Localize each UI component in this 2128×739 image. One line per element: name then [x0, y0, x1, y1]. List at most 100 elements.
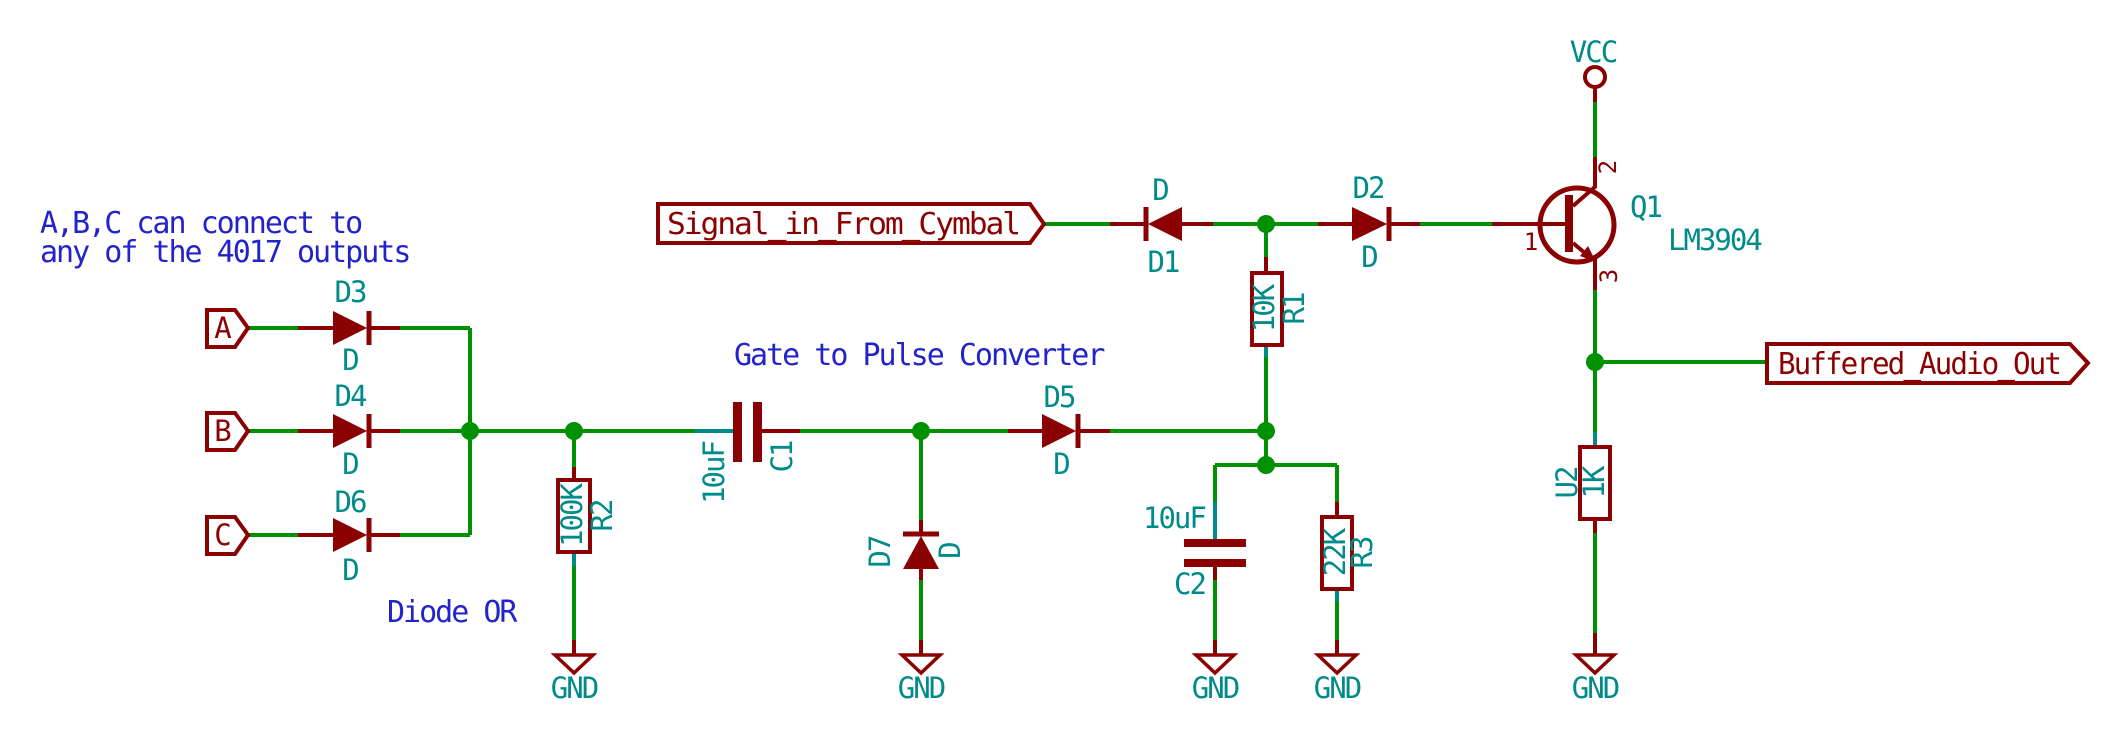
d1-ref-label: D1: [1148, 245, 1179, 279]
audio-out-label: Buffered_Audio_Out: [1778, 347, 2060, 382]
junction-dot: [1257, 456, 1275, 474]
junction-dot: [1257, 215, 1275, 233]
r2-ref-label: R2: [585, 501, 619, 532]
c1-ref-label: C1: [765, 441, 799, 472]
input-c-shape: [205, 515, 251, 556]
q1-pin3-number: 3: [1595, 270, 1623, 283]
junction-dot: [1586, 353, 1604, 371]
q1-value-label: LM3904: [1668, 223, 1762, 257]
notes: A,B,C can connect to any of the 4017 out…: [40, 206, 1106, 630]
gnd-symbol-c2: GND: [1191, 653, 1241, 705]
gnd-label: GND: [1314, 671, 1361, 705]
transistor-q1: 1 2 3 Q1 LM3904: [1524, 161, 1765, 283]
junction-dots: [461, 215, 1604, 474]
d3-ref-label: D3: [335, 275, 366, 309]
diode-d5: D5 D: [1042, 380, 1081, 481]
note-gate-title: Gate to Pulse Converter: [734, 338, 1104, 373]
r3-value-label: 22K: [1318, 527, 1352, 576]
hier-label-signal-in: Signal_in_From_Cymbal: [656, 202, 1047, 245]
resistor-body: [1250, 271, 1284, 347]
d2-value-label: D: [1361, 240, 1377, 274]
pin-stubs: [298, 87, 1597, 655]
resistor-body: [1578, 445, 1612, 521]
input-b-label: B: [214, 414, 231, 448]
d7-ref-label: D7: [863, 536, 897, 567]
vcc-circle: [1583, 65, 1607, 89]
signal-in-label-shape: [656, 202, 1047, 245]
cap-plate: [733, 402, 742, 462]
note-line2: any of the 4017 outputs: [40, 235, 409, 270]
diode-triangle: [903, 536, 939, 569]
junction-dot: [565, 422, 583, 440]
audio-out-label-shape: [1765, 342, 2091, 385]
d1-value-label: D: [1152, 173, 1168, 207]
gnd-label: GND: [551, 671, 598, 705]
gnd-triangle: [1191, 653, 1239, 676]
c2-value-label: 10uF: [1143, 501, 1205, 535]
signal-in-label: Signal_in_From_Cymbal: [667, 207, 1019, 242]
q1-pin1-number: 1: [1524, 228, 1537, 256]
capacitor-c2: 10uF C2: [1143, 501, 1246, 601]
resistor-u2: U2 1K: [1550, 445, 1612, 521]
r1-ref-label: R1: [1277, 293, 1311, 324]
gnd-label: GND: [1572, 671, 1619, 705]
input-c-label: C: [214, 518, 230, 552]
note-diode-or: Diode OR: [387, 595, 518, 630]
cap-plate: [1184, 539, 1246, 547]
input-b-shape: [205, 411, 251, 452]
transistor-base-bar: [1565, 195, 1573, 252]
cap-plate: [1184, 559, 1246, 567]
d2-ref-label: D2: [1353, 171, 1384, 205]
hier-label-audio-out: Buffered_Audio_Out: [1765, 342, 2091, 385]
d4-ref-label: D4: [335, 379, 367, 413]
input-a-label: A: [214, 311, 231, 345]
d7-value-label: D: [933, 543, 967, 559]
hier-label-input-a: A: [205, 308, 251, 349]
resistor-r3: 22K R3: [1318, 515, 1379, 591]
diode-d4: D4 D: [333, 379, 372, 481]
gnd-symbol-u2: GND: [1571, 653, 1621, 705]
gnd-label: GND: [1192, 671, 1239, 705]
gnd-triangle: [897, 653, 945, 676]
diode-triangle: [333, 414, 367, 448]
junction-dot: [912, 422, 930, 440]
input-a-shape: [205, 308, 251, 349]
vcc-symbol: VCC: [1570, 35, 1619, 89]
d6-value-label: D: [342, 553, 358, 587]
transistor-emitter-arrow: [1580, 246, 1596, 262]
cap-plate: [753, 402, 762, 462]
gnd-symbol-d7: GND: [897, 653, 947, 705]
d6-ref-label: D6: [335, 485, 366, 519]
diode-triangle: [333, 518, 367, 552]
q1-ref-label: Q1: [1630, 190, 1661, 224]
resistor-r2: 100K R2: [555, 478, 619, 554]
resistor-body: [556, 478, 592, 554]
diode-triangle: [1352, 207, 1387, 241]
diode-d2: D2 D: [1352, 171, 1392, 274]
c1-value-label: 10uF: [697, 442, 731, 504]
junction-dot: [461, 422, 479, 440]
gnd-symbol-r3: GND: [1313, 653, 1363, 705]
diode-triangle: [333, 311, 367, 345]
hier-label-input-b: B: [205, 411, 251, 452]
diode-triangle: [1148, 207, 1182, 241]
d3-value-label: D: [342, 343, 358, 377]
diode-d7: D7 D: [863, 531, 967, 569]
vcc-label: VCC: [1570, 35, 1617, 69]
resistor-body: [1320, 515, 1354, 591]
d5-value-label: D: [1053, 447, 1069, 481]
transistor-collector-line: [1571, 184, 1598, 208]
u2-ref-label: U2: [1550, 468, 1584, 499]
hier-label-input-c: C: [205, 515, 251, 556]
gnd-triangle: [1571, 653, 1619, 676]
gnd-triangle: [550, 653, 598, 676]
r1-value-label: 10K: [1247, 283, 1281, 332]
diode-d6: D6 D: [333, 485, 372, 587]
junction-dot: [1257, 422, 1275, 440]
u2-value-label: 1K: [1577, 465, 1611, 498]
gnd-symbol-r2: GND: [550, 653, 600, 705]
r2-value-label: 100K: [555, 483, 589, 547]
diode-triangle: [1042, 414, 1076, 448]
